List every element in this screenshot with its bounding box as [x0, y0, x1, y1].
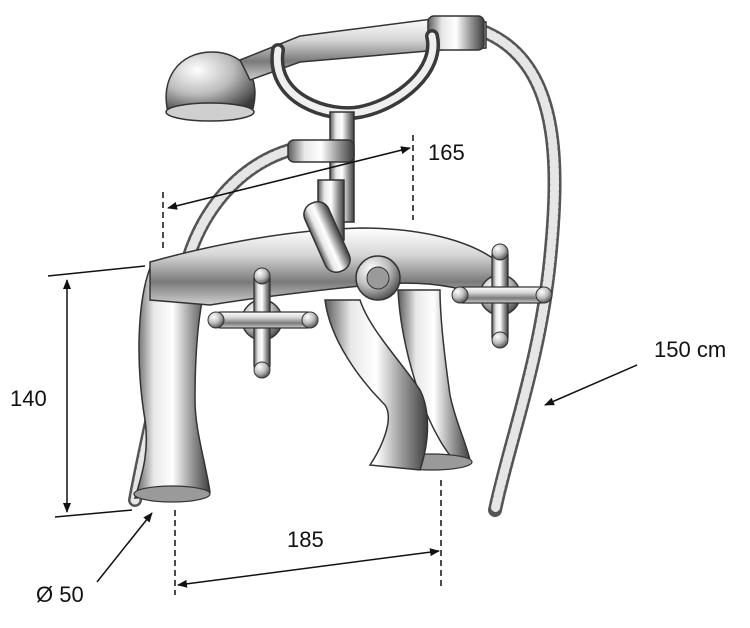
dim-arrow-diameter — [96, 512, 153, 583]
left-pillar — [133, 267, 212, 503]
ext-line-140-bottom — [54, 509, 133, 518]
dimension-lines — [47, 135, 638, 595]
dimension-labels: 165 140 150 cm 185 Ø 50 — [10, 140, 726, 607]
ext-line-140-top — [47, 265, 146, 277]
label-140: 140 — [10, 386, 47, 411]
dim-arrow-150cm — [544, 364, 638, 406]
hand-shower — [165, 15, 487, 122]
diverter-lever — [303, 201, 401, 301]
right-cross-handle — [451, 243, 553, 349]
dim-arrow-185 — [177, 548, 440, 588]
label-165: 165 — [428, 140, 465, 165]
central-spout — [324, 299, 429, 471]
label-185: 185 — [287, 527, 324, 552]
left-cross-handle — [207, 267, 319, 379]
shower-cradle — [270, 29, 440, 223]
label-diameter: Ø 50 — [36, 582, 84, 607]
label-150cm: 150 cm — [654, 337, 726, 362]
dim-arrow-165 — [167, 146, 411, 210]
